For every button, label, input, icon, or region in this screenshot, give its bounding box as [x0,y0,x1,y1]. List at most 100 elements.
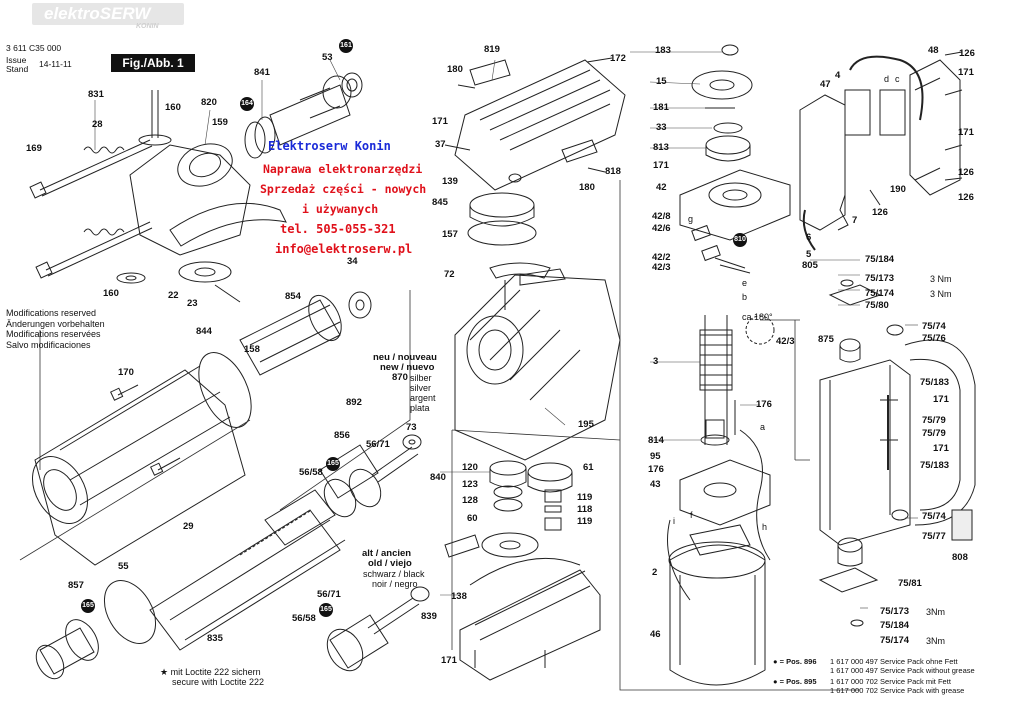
part-75-81: 75/81 [898,578,922,589]
part-118: 118 [577,504,593,515]
variant-new-1: neu / nouveau [373,352,437,363]
pos896-line-a: 1 617 000 497 Service Pack ohne Fett [830,657,958,666]
part-180-right: 180 [579,182,595,193]
variant-silver-2: silver [410,383,432,393]
pos896-label: ● = Pos. 896 [773,657,817,666]
variant-new-2: new / nuevo [380,362,435,373]
part-75-184-top: 75/184 [865,254,895,265]
part-7: 7 [852,215,858,226]
part-48: 48 [928,45,939,56]
part-171-motor: 171 [653,160,669,171]
part-126-bottom: 126 [958,192,974,203]
part-171-cover: 171 [432,116,448,127]
part-75-173-bottom: 75/173 [880,606,910,617]
pos895-label: ● = Pos. 895 [773,677,817,686]
part-170: 170 [118,367,134,378]
part-56-71-lower: 56/71 [317,589,341,600]
part-42-3: 42/3 [652,262,671,273]
part-42: 42 [656,182,667,193]
part-42-6: 42/6 [652,223,671,234]
part-23: 23 [187,298,198,309]
torque-75-174: 3 Nm [930,289,952,299]
ad-line-used: i używanych [302,202,379,216]
part-856: 856 [334,430,350,441]
part-95: 95 [650,451,661,462]
marker-d: d [884,74,890,84]
part-55: 55 [118,561,129,572]
part-844: 844 [196,326,212,337]
watermark-brand: elektroSERW [44,4,151,23]
marker-a: a [760,422,766,432]
issue-label: Issue [6,55,27,65]
ad-line-parts: Sprzedaż części - nowych [260,182,427,196]
part-176-top: 176 [756,399,772,410]
ad-line-repair: Naprawa elektronarzędzi [263,162,423,176]
part-195: 195 [578,419,594,430]
part-75-174-bottom: 75/174 [880,635,910,646]
variant-black-2: noir / negro [372,579,418,589]
ad-email: info@elektroserw.pl [275,242,413,256]
part-159: 159 [212,117,228,128]
watermark-sub: KONIN [136,23,159,30]
part-183: 183 [655,45,671,56]
rotate-label: ca.180° [742,312,773,322]
part-171-handle-b: 171 [933,443,949,454]
handle-assembly [794,51,976,627]
marker-e: e [742,278,748,288]
part-123: 123 [462,479,478,490]
marker-c: c [895,74,900,84]
part-854: 854 [285,291,301,302]
part-56-58-upper: 56/58 [299,467,323,478]
part-72: 72 [444,269,455,280]
part-34: 34 [347,256,358,267]
part-75-77: 75/77 [922,531,946,542]
part-808: 808 [952,552,968,563]
part-42-2: 42/2 [652,252,671,263]
part-22: 22 [168,290,179,301]
callout-165-upper: 165 [326,457,340,471]
callout-165-left: 165 [81,599,95,613]
part-60: 60 [467,513,478,524]
pos895-line-a: 1 617 000 702 Service Pack mit Fett [830,677,951,686]
part-169: 169 [26,143,42,154]
part-128: 128 [462,495,478,506]
callout-810: 810 [733,233,747,247]
hammer-tube-assembly [19,72,430,680]
torque-75-173: 3 Nm [930,274,952,284]
part-820: 820 [201,97,217,108]
part-37: 37 [435,139,446,150]
part-835: 835 [207,633,223,644]
part-892: 892 [346,397,362,408]
pos896-line-b: 1 617 000 497 Service Pack without greas… [830,666,975,675]
part-75-79-b: 75/79 [922,428,946,439]
part-42-8: 42/8 [652,211,671,222]
part-2: 2 [652,567,658,578]
marker-h: h [762,522,768,532]
part-75-183-top: 75/183 [920,377,950,388]
part-46: 46 [650,629,661,640]
part-181: 181 [653,102,669,113]
part-158: 158 [244,344,260,355]
part-126-cord: 126 [872,207,888,218]
loctite-note-de: ★ mit Loctite 222 sichern [160,667,261,677]
torque-75-174-lower: 3Nm [926,636,946,646]
part-840: 840 [430,472,446,483]
variant-silver-1: silber [410,373,432,383]
ad-title: Elektroserw Konin [268,139,391,153]
part-47: 47 [820,79,831,90]
part-172: 172 [610,53,626,64]
part-3: 3 [653,356,659,367]
variant-silver-4: plata [410,403,430,413]
pos895-line-b: 1 617 000 702 Service Pack with grease [830,686,965,695]
part-119-top: 119 [577,492,593,503]
part-171-handle-top: 171 [958,67,974,78]
issue-date: 14-11-11 [39,59,72,69]
callout-161: 161 [339,39,353,53]
variant-black-1: schwarz / black [363,569,425,579]
marker-i: i [673,516,675,526]
part-29: 29 [183,521,194,532]
part-33: 33 [656,122,667,133]
loctite-note-en: secure with Loctite 222 [172,677,265,687]
figure-label: Fig./Abb. 1 [111,54,195,72]
